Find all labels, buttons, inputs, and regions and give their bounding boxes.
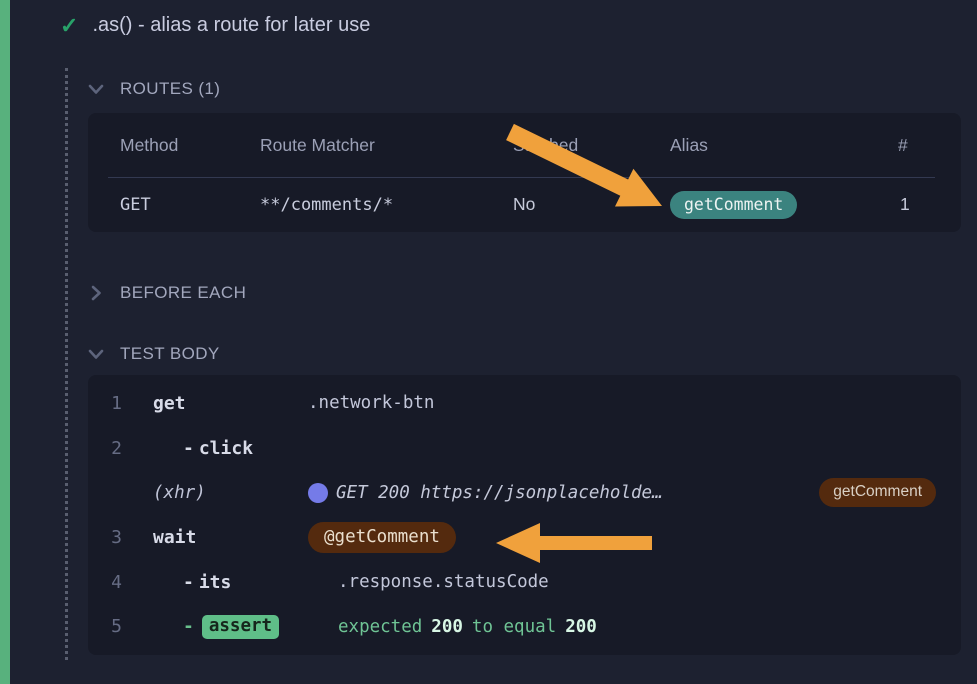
command-number: 2 [111, 437, 122, 459]
assert-expected-value: 200 [565, 616, 597, 637]
child-command-dash: - [183, 616, 194, 638]
chevron-right-icon [91, 285, 101, 301]
test-title: .as() - alias a route for later use [92, 14, 371, 36]
command-name-click: click [198, 437, 254, 459]
test-title-row[interactable]: ✓ .as() - alias a route for later use [60, 14, 370, 37]
test-passed-indicator-strip [0, 0, 10, 684]
column-header-alias: Alias [670, 134, 708, 155]
routes-table-header-row: Method Route Matcher Stubbed Alias # [88, 113, 961, 177]
assert-badge: assert [201, 614, 280, 639]
command-number: 4 [111, 571, 122, 593]
command-row-click[interactable]: 2 - click [88, 426, 961, 471]
child-command-dash: - [183, 437, 194, 459]
command-name-wait: wait [153, 526, 197, 548]
column-header-method: Method [120, 134, 179, 155]
check-icon: ✓ [60, 12, 79, 38]
xhr-alias-badge[interactable]: getComment [819, 478, 936, 508]
assert-to-equal-words: to equal [471, 616, 557, 637]
route-alias-badge[interactable]: getComment [670, 190, 798, 219]
command-number: 1 [111, 392, 122, 414]
before-each-section-header[interactable]: BEFORE EACH [88, 283, 246, 303]
assert-actual-value: 200 [431, 616, 463, 637]
command-arg: .network-btn [308, 393, 435, 414]
routes-section-label: ROUTES (1) [120, 79, 221, 98]
route-stubbed: No [513, 194, 536, 214]
test-body-section-label: TEST BODY [120, 344, 220, 363]
command-name-get: get [153, 392, 186, 414]
command-row-wait[interactable]: 3 wait @getComment [88, 515, 961, 560]
command-name-its: its [198, 571, 232, 593]
test-body-section-header[interactable]: TEST BODY [88, 344, 220, 364]
command-row-xhr[interactable]: (xhr) GET 200 https://jsonplaceholde… ge… [88, 470, 961, 515]
route-matcher: **/comments/* [260, 194, 394, 215]
column-header-stubbed: Stubbed [513, 134, 579, 155]
command-number: 5 [111, 616, 122, 638]
xhr-request-message: GET 200 https://jsonplaceholde… [336, 482, 663, 503]
test-hook-dotted-line [65, 68, 68, 660]
routes-section-header[interactable]: ROUTES (1) [88, 79, 220, 99]
column-header-route-matcher: Route Matcher [260, 134, 375, 155]
command-row-its[interactable]: 4 - its .response.statusCode [88, 560, 961, 605]
command-row-assert[interactable]: 5 - assert expected 200 to equal 200 [88, 604, 961, 649]
column-header-count: # [898, 134, 908, 155]
command-row-get[interactable]: 1 get .network-btn [88, 381, 961, 426]
routes-table: Method Route Matcher Stubbed Alias # GET… [88, 113, 961, 232]
route-call-count: 1 [900, 194, 910, 214]
chevron-down-icon [88, 84, 104, 94]
route-method: GET [120, 194, 151, 215]
child-command-dash: - [183, 571, 194, 593]
command-log-panel: 1 get .network-btn 2 - click (xhr) GET 2… [88, 375, 961, 655]
command-arg: .response.statusCode [338, 572, 549, 593]
assert-expected-word: expected [338, 616, 423, 637]
xhr-event-label: (xhr) [153, 482, 206, 503]
command-number: 3 [111, 526, 122, 548]
wait-alias-badge[interactable]: @getComment [308, 521, 456, 553]
chevron-down-icon [88, 349, 104, 359]
route-table-row: GET **/comments/* No getComment 1 [88, 178, 961, 231]
xhr-indicator-dot [308, 482, 328, 503]
before-each-section-label: BEFORE EACH [120, 283, 247, 302]
